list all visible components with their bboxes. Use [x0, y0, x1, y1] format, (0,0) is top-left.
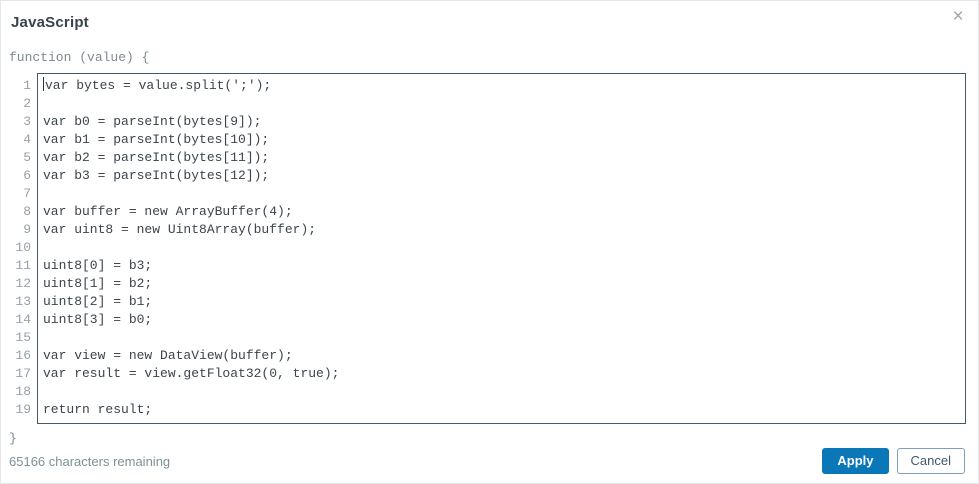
code-line[interactable]: uint8[0] = b3; [43, 258, 153, 273]
line-number: 1 [23, 78, 31, 93]
code-line[interactable] [43, 329, 961, 347]
code-line[interactable]: return result; [43, 402, 153, 417]
footer-buttons: Apply Cancel [822, 448, 965, 474]
text-caret [43, 77, 44, 91]
line-number: 3 [23, 114, 31, 129]
line-number: 18 [15, 384, 31, 399]
line-number: 6 [23, 168, 31, 183]
cancel-button[interactable]: Cancel [896, 448, 965, 474]
characters-remaining: 65166 characters remaining [9, 453, 171, 469]
line-number: 5 [23, 150, 31, 165]
close-icon[interactable]: × [948, 7, 968, 27]
dialog-footer: 65166 characters remaining Apply Cancel [1, 448, 978, 483]
line-number: 17 [15, 366, 31, 381]
code-line[interactable]: var uint8 = new Uint8Array(buffer); [43, 222, 317, 237]
code-line[interactable]: var result = view.getFloat32(0, true); [43, 366, 340, 381]
code-line[interactable]: uint8[2] = b1; [43, 294, 153, 309]
line-number: 11 [15, 258, 31, 273]
code-line[interactable]: var view = new DataView(buffer); [43, 348, 293, 363]
dialog-title: JavaScript [11, 14, 89, 31]
code-line[interactable] [43, 239, 961, 257]
line-number: 15 [15, 330, 31, 345]
code-line[interactable]: var bytes = value.split(';'); [43, 77, 272, 93]
dialog-header: JavaScript × [1, 1, 978, 32]
code-line[interactable] [43, 185, 961, 203]
code-line[interactable]: var b1 = parseInt(bytes[10]); [43, 132, 270, 147]
line-number: 7 [23, 186, 31, 201]
line-number: 12 [15, 276, 31, 291]
code-line[interactable]: uint8[3] = b0; [43, 312, 153, 327]
line-number: 9 [23, 222, 31, 237]
code-line[interactable]: uint8[1] = b2; [43, 276, 153, 291]
code-line[interactable] [43, 383, 961, 401]
code-editor[interactable]: var bytes = value.split(';'); var b0 = pa… [37, 73, 966, 424]
code-line[interactable]: var buffer = new ArrayBuffer(4); [43, 204, 293, 219]
function-suffix: } [9, 431, 17, 446]
line-number: 4 [23, 132, 31, 147]
line-number: 14 [15, 312, 31, 327]
line-number: 19 [15, 402, 31, 417]
code-line[interactable] [43, 95, 961, 113]
code-line[interactable]: var b0 = parseInt(bytes[9]); [43, 114, 262, 129]
line-number: 2 [23, 96, 31, 111]
apply-button[interactable]: Apply [822, 448, 889, 474]
function-prefix: function (value) { [9, 50, 150, 65]
code-line[interactable]: var b3 = parseInt(bytes[12]); [43, 168, 270, 183]
code-line[interactable]: var b2 = parseInt(bytes[11]); [43, 150, 270, 165]
line-number: 13 [15, 294, 31, 309]
line-number: 10 [15, 240, 31, 255]
line-number: 8 [23, 204, 31, 219]
line-number: 16 [15, 348, 31, 363]
